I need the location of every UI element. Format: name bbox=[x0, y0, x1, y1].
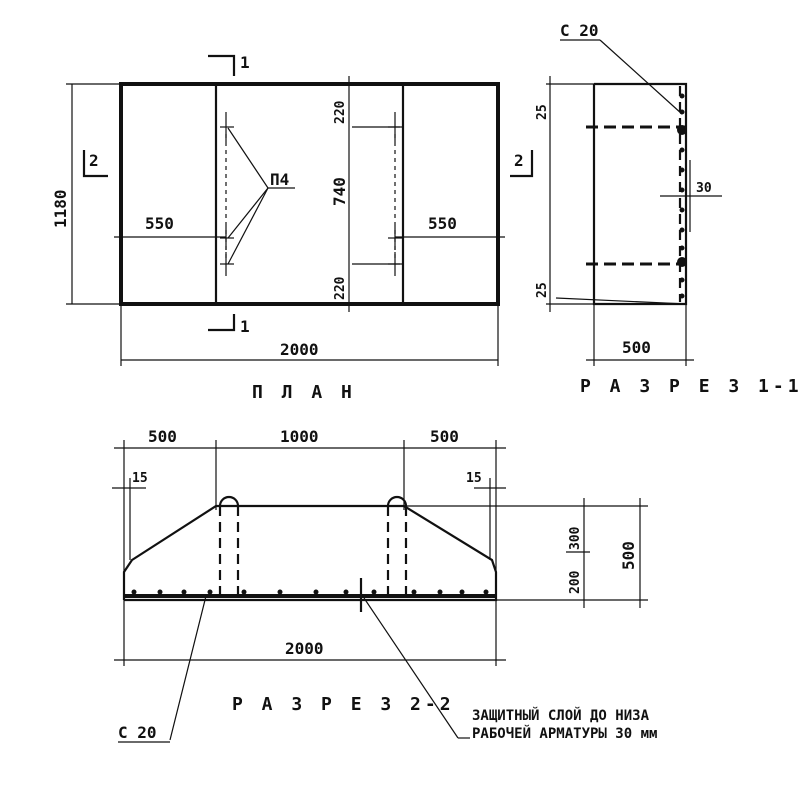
plan-dim-mid-740: 740 bbox=[330, 177, 349, 206]
section22-rebar-dots bbox=[131, 589, 489, 595]
section22-rebar-leader bbox=[169, 595, 207, 741]
section22-dim-middle: 1000 bbox=[280, 427, 319, 446]
protective-layer-note: ЗАЩИТНЫЙ СЛОЙ ДО НИЗА РАБОЧЕЙ АРМАТУРЫ 3… bbox=[472, 707, 657, 742]
note-line-2: РАБОЧЕЙ АРМАТУРЫ 30 мм bbox=[472, 725, 657, 742]
plan-dim-bottom-220: 220 bbox=[333, 276, 348, 300]
plan-dim-550-lines bbox=[114, 126, 505, 265]
section-1-bottom-label: 1 bbox=[240, 317, 250, 336]
plan-dim-height: 1180 bbox=[51, 189, 70, 228]
section11-dim-spacing: 30 bbox=[696, 181, 712, 196]
anchor-marks-right bbox=[388, 112, 402, 276]
section22-dim-right-edge: 15 bbox=[466, 471, 482, 486]
note-line-1: ЗАЩИТНЫЙ СЛОЙ ДО НИЗА bbox=[472, 707, 650, 724]
section22-dim-left-edge: 15 bbox=[132, 471, 148, 486]
plan-title: П Л А Н bbox=[252, 382, 356, 403]
section22-dim-bottom-part: 200 bbox=[568, 570, 583, 594]
plan-dim-top-220: 220 bbox=[333, 100, 348, 124]
plan-width-dim bbox=[120, 304, 499, 366]
section-marker-2 bbox=[82, 150, 534, 178]
section22-rebar-label: С 20 bbox=[118, 723, 157, 742]
section-1-1-view: С 20 25 25 30 500 Р А З Р Е З 1-1 bbox=[535, 21, 800, 397]
section11-rebar-leader bbox=[599, 39, 683, 115]
lifting-hook-right bbox=[386, 495, 408, 596]
section22-dim-height: 500 bbox=[619, 541, 638, 570]
section11-rebar-dots bbox=[677, 93, 687, 299]
plan-dim-width: 2000 bbox=[280, 340, 319, 359]
section11-rebar-label: С 20 bbox=[560, 21, 599, 40]
section-2-2-view: 500 1000 500 15 15 300 200 500 2000 bbox=[112, 427, 648, 743]
plan-dim-left-550: 550 bbox=[145, 214, 174, 233]
section22-dim-top-part: 300 bbox=[568, 526, 583, 550]
section11-title: Р А З Р Е З 1-1 bbox=[580, 376, 800, 397]
section-2-right-label: 2 bbox=[514, 151, 524, 170]
section22-dim-total: 2000 bbox=[285, 639, 324, 658]
anchor-label: П4 bbox=[270, 170, 289, 189]
section22-outline bbox=[122, 504, 498, 602]
section22-dim-right: 500 bbox=[430, 427, 459, 446]
section11-outline bbox=[592, 82, 688, 306]
lifting-hook-left bbox=[218, 495, 240, 596]
note-leader bbox=[363, 597, 459, 739]
anchor-leaders bbox=[227, 127, 295, 265]
plan-outline bbox=[119, 82, 500, 306]
section-2-left-label: 2 bbox=[89, 151, 99, 170]
section-1-top-label: 1 bbox=[240, 53, 250, 72]
section-marker-1 bbox=[208, 54, 236, 332]
section22-title: Р А З Р Е З 2-2 bbox=[232, 694, 455, 715]
section11-dim-bottom: 25 bbox=[535, 282, 550, 298]
plan-height-dim bbox=[66, 83, 121, 305]
plan-view: П4 550 550 220 740 220 1180 2000 bbox=[51, 53, 534, 403]
plan-dim-right-550: 550 bbox=[428, 214, 457, 233]
section11-dim-top: 25 bbox=[535, 104, 550, 120]
anchor-marks-left bbox=[220, 112, 234, 276]
section11-dim-width: 500 bbox=[622, 338, 651, 357]
section22-dim-left: 500 bbox=[148, 427, 177, 446]
